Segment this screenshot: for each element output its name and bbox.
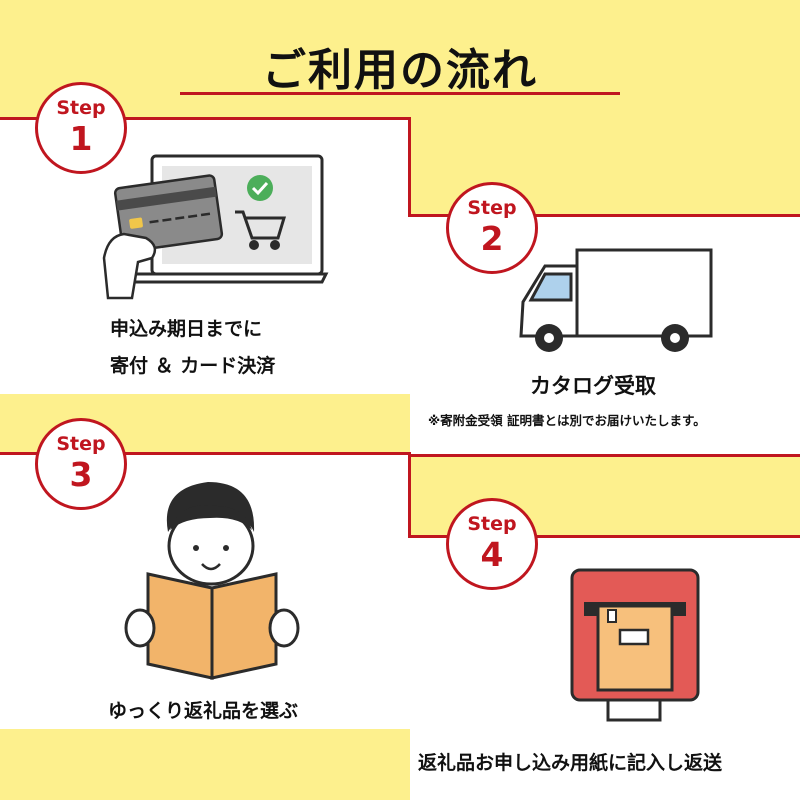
step-badge-3: Step 3 [35, 418, 127, 510]
hand-icon [102, 232, 157, 300]
step-3-caption: ゆっくり返礼品を選ぶ [108, 700, 299, 722]
postbox-icon [570, 568, 700, 722]
truck-icon [519, 248, 713, 352]
step-1-caption-line-1: 申込み期日までに [110, 318, 263, 340]
edge-line [410, 454, 800, 457]
edge-line [408, 117, 411, 217]
step-badge-word: Step [56, 433, 106, 455]
step-badge-2: Step 2 [446, 182, 538, 274]
step-badge-4: Step 4 [446, 498, 538, 590]
credit-card-icon [113, 174, 224, 253]
edge-line [410, 535, 800, 538]
edge-line [0, 452, 410, 455]
step-badge-number: 1 [69, 119, 93, 158]
laptop-icon [102, 154, 329, 300]
shopping-cart-icon [235, 210, 287, 250]
step-badge-word: Step [467, 197, 517, 219]
check-icon [247, 175, 273, 201]
step-badge-word: Step [56, 97, 106, 119]
step-badge-1: Step 1 [35, 82, 127, 174]
step-badge-word: Step [467, 513, 517, 535]
edge-line [408, 214, 800, 217]
step-badge-number: 3 [69, 455, 93, 494]
step-badge-number: 4 [480, 535, 504, 574]
step-2-note: ※寄附金受領 証明書とは別でお届けいたします。 [428, 413, 706, 428]
person-reading-icon [124, 482, 300, 680]
step-badge-number: 2 [480, 219, 504, 258]
edge-line [0, 117, 410, 120]
envelope-icon [596, 604, 674, 692]
step-1-caption-line-2: 寄付 ＆ カード決済 [110, 355, 276, 377]
edge-line [408, 452, 411, 538]
step-2-caption: カタログ受取 [530, 374, 656, 398]
step-4-caption: 返礼品お申し込み用紙に記入し返送 [418, 752, 723, 774]
title-underline [180, 92, 620, 95]
page-title: ご利用の流れ [262, 45, 538, 96]
open-book-icon [146, 572, 278, 680]
